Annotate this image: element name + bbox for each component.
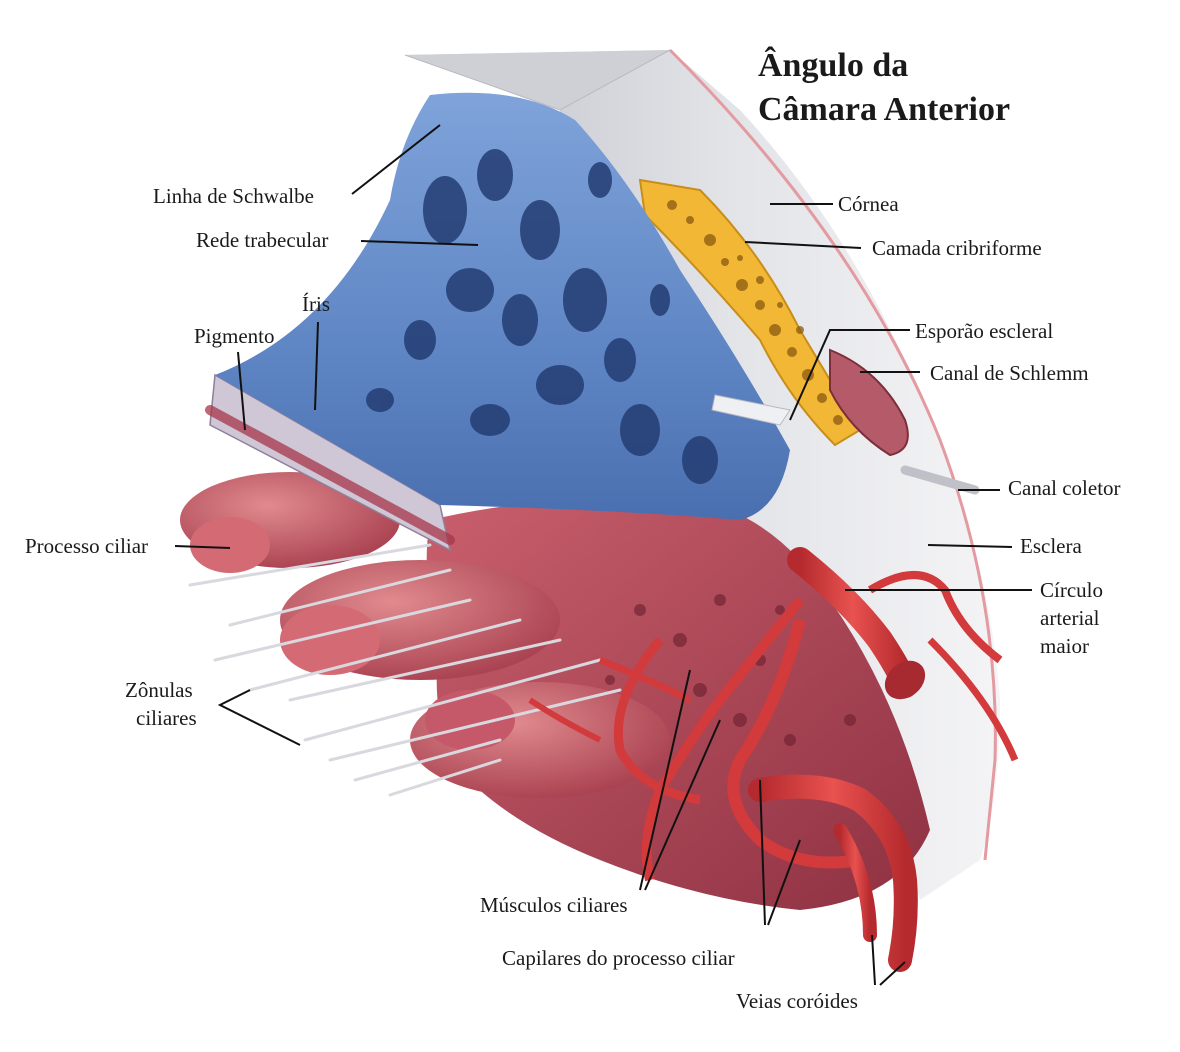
label-sclera: Esclera — [1020, 534, 1082, 558]
label-trabecular-meshwork: Rede trabecular — [196, 228, 328, 252]
label-scleral-spur: Esporão escleral — [915, 319, 1053, 343]
label-schwalbe-line: Linha de Schwalbe — [153, 184, 314, 208]
label-cribriform-layer: Camada cribriforme — [872, 236, 1042, 260]
leader-lines — [174, 124, 1032, 986]
label-ciliary-process: Processo ciliar — [25, 534, 148, 558]
trabecular-meshwork — [215, 92, 790, 521]
label-ciliary-muscles: Músculos ciliares — [480, 893, 628, 917]
label-pigment: Pigmento — [194, 324, 275, 348]
label-iris: Íris — [302, 292, 330, 316]
label-choroidal-veins: Veias coróides — [736, 989, 858, 1013]
zonule-fibers — [188, 543, 622, 797]
label-arterial-circle-line-3: maior — [1040, 634, 1089, 658]
label-ciliary-capillaries: Capilares do processo ciliar — [502, 946, 735, 970]
collector-channel — [900, 465, 980, 495]
label-zonules-line-2: ciliares — [136, 706, 197, 730]
cribriform-layer — [638, 178, 862, 447]
label-arterial-circle-line-2: arterial — [1040, 606, 1100, 630]
schlemm-canal — [829, 348, 909, 457]
label-arterial-circle-line-1: Círculo — [1040, 578, 1103, 602]
title-line-1: Ângulo da — [758, 46, 908, 84]
blood-vessels — [528, 547, 1019, 972]
ciliary-body — [426, 497, 930, 910]
label-schlemm-canal: Canal de Schlemm — [930, 361, 1089, 385]
label-collector-channel: Canal coletor — [1008, 476, 1121, 500]
label-zonules-line-1: Zônulas — [125, 678, 193, 702]
title-line-2: Câmara Anterior — [758, 91, 1010, 128]
label-cornea: Córnea — [838, 192, 899, 216]
scleral-spur — [711, 394, 791, 426]
